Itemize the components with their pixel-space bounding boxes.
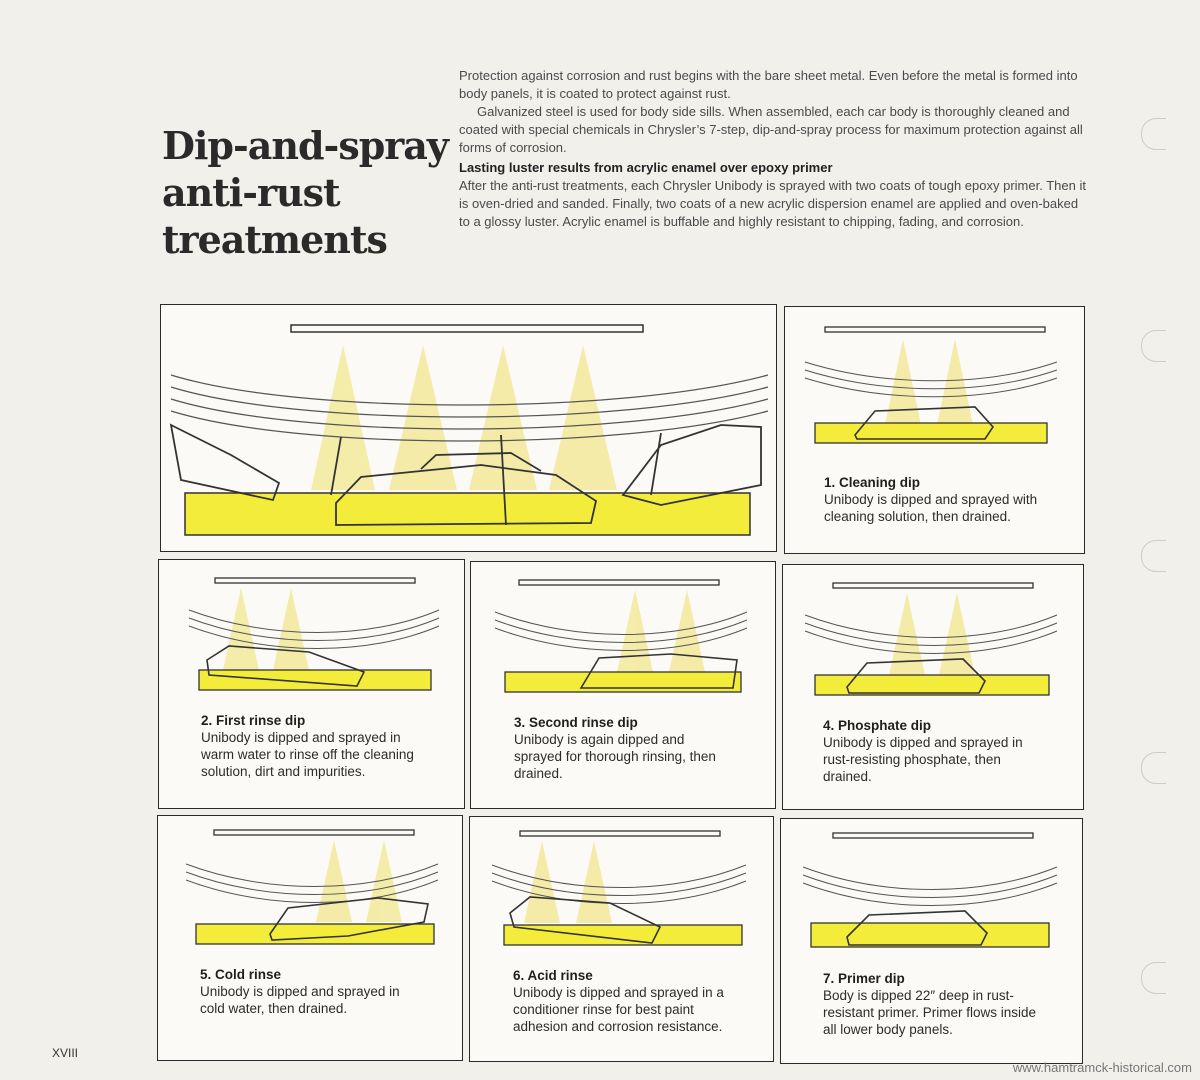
- watermark: www.hamtramck-historical.com: [1012, 1060, 1192, 1075]
- intro-paragraph-1: Protection against corrosion and rust be…: [459, 68, 1078, 101]
- binder-hole-3: [1141, 540, 1166, 572]
- step-1-description: Unibody is dipped and sprayed with clean…: [824, 492, 1038, 524]
- title-line-2: anti-rust: [162, 170, 341, 215]
- step-panel-2: 2. First rinse dip Unibody is dipped and…: [158, 559, 465, 809]
- step-4-caption: 4. Phosphate dip Unibody is dipped and s…: [823, 717, 1045, 785]
- intro-paragraph-2: Galvanized steel is used for body side s…: [459, 104, 1083, 155]
- step-4-title: 4. Phosphate dip: [823, 718, 932, 733]
- page-number: XVIII: [52, 1046, 79, 1060]
- step-panel-6: 6. Acid rinse Unibody is dipped and spra…: [469, 816, 774, 1062]
- title-line-3: treatments: [162, 217, 388, 262]
- step-6-description: Unibody is dipped and sprayed in a condi…: [513, 985, 724, 1034]
- intro-subheading: Lasting luster results from acrylic enam…: [459, 160, 833, 175]
- step-panel-3: 3. Second rinse dip Unibody is again dip…: [470, 561, 776, 809]
- overview-illustration: [169, 324, 769, 536]
- title-line-1: Dip-and-spray: [162, 123, 449, 168]
- step-6-title: 6. Acid rinse: [513, 968, 593, 983]
- step-1-title: 1. Cleaning dip: [824, 475, 921, 490]
- step-panel-4: 4. Phosphate dip Unibody is dipped and s…: [782, 564, 1084, 810]
- intro-paragraph-3: After the anti-rust treatments, each Chr…: [459, 178, 1086, 229]
- step-4-illustration: [804, 582, 1058, 696]
- step-2-caption: 2. First rinse dip Unibody is dipped and…: [201, 712, 423, 780]
- step-1-illustration: [804, 326, 1058, 444]
- overview-illustration-panel: [160, 304, 777, 552]
- binder-hole-4: [1141, 752, 1166, 784]
- step-3-title: 3. Second rinse dip: [514, 715, 638, 730]
- step-2-description: Unibody is dipped and sprayed in warm wa…: [201, 730, 414, 779]
- step-3-caption: 3. Second rinse dip Unibody is again dip…: [514, 714, 734, 782]
- step-2-illustration: [188, 577, 440, 691]
- step-3-description: Unibody is again dipped and sprayed for …: [514, 732, 716, 781]
- step-5-description: Unibody is dipped and sprayed in cold wa…: [200, 984, 400, 1016]
- binder-hole-5: [1141, 962, 1166, 994]
- step-7-title: 7. Primer dip: [823, 971, 905, 986]
- step-7-caption: 7. Primer dip Body is dipped 22″ deep in…: [823, 970, 1048, 1038]
- step-5-title: 5. Cold rinse: [200, 967, 282, 982]
- step-panel-1: 1. Cleaning dip Unibody is dipped and sp…: [784, 306, 1085, 554]
- step-6-illustration: [491, 830, 747, 946]
- step-5-caption: 5. Cold rinse Unibody is dipped and spra…: [200, 966, 425, 1017]
- step-panel-5: 5. Cold rinse Unibody is dipped and spra…: [157, 815, 463, 1061]
- step-1-caption: 1. Cleaning dip Unibody is dipped and sp…: [824, 474, 1049, 525]
- step-6-caption: 6. Acid rinse Unibody is dipped and spra…: [513, 967, 735, 1035]
- binder-hole-1: [1141, 118, 1166, 150]
- binder-hole-2: [1141, 330, 1166, 362]
- step-7-description: Body is dipped 22″ deep in rust-resistan…: [823, 988, 1037, 1037]
- step-7-illustration: [802, 832, 1058, 948]
- intro-text: Protection against corrosion and rust be…: [459, 67, 1089, 231]
- step-5-illustration: [185, 829, 439, 945]
- step-2-title: 2. First rinse dip: [201, 713, 306, 728]
- step-3-illustration: [494, 579, 748, 693]
- step-panel-7: 7. Primer dip Body is dipped 22″ deep in…: [780, 818, 1083, 1064]
- step-4-description: Unibody is dipped and sprayed in rust-re…: [823, 735, 1023, 784]
- page-title: Dip-and-spray anti-rust treatments: [162, 122, 449, 263]
